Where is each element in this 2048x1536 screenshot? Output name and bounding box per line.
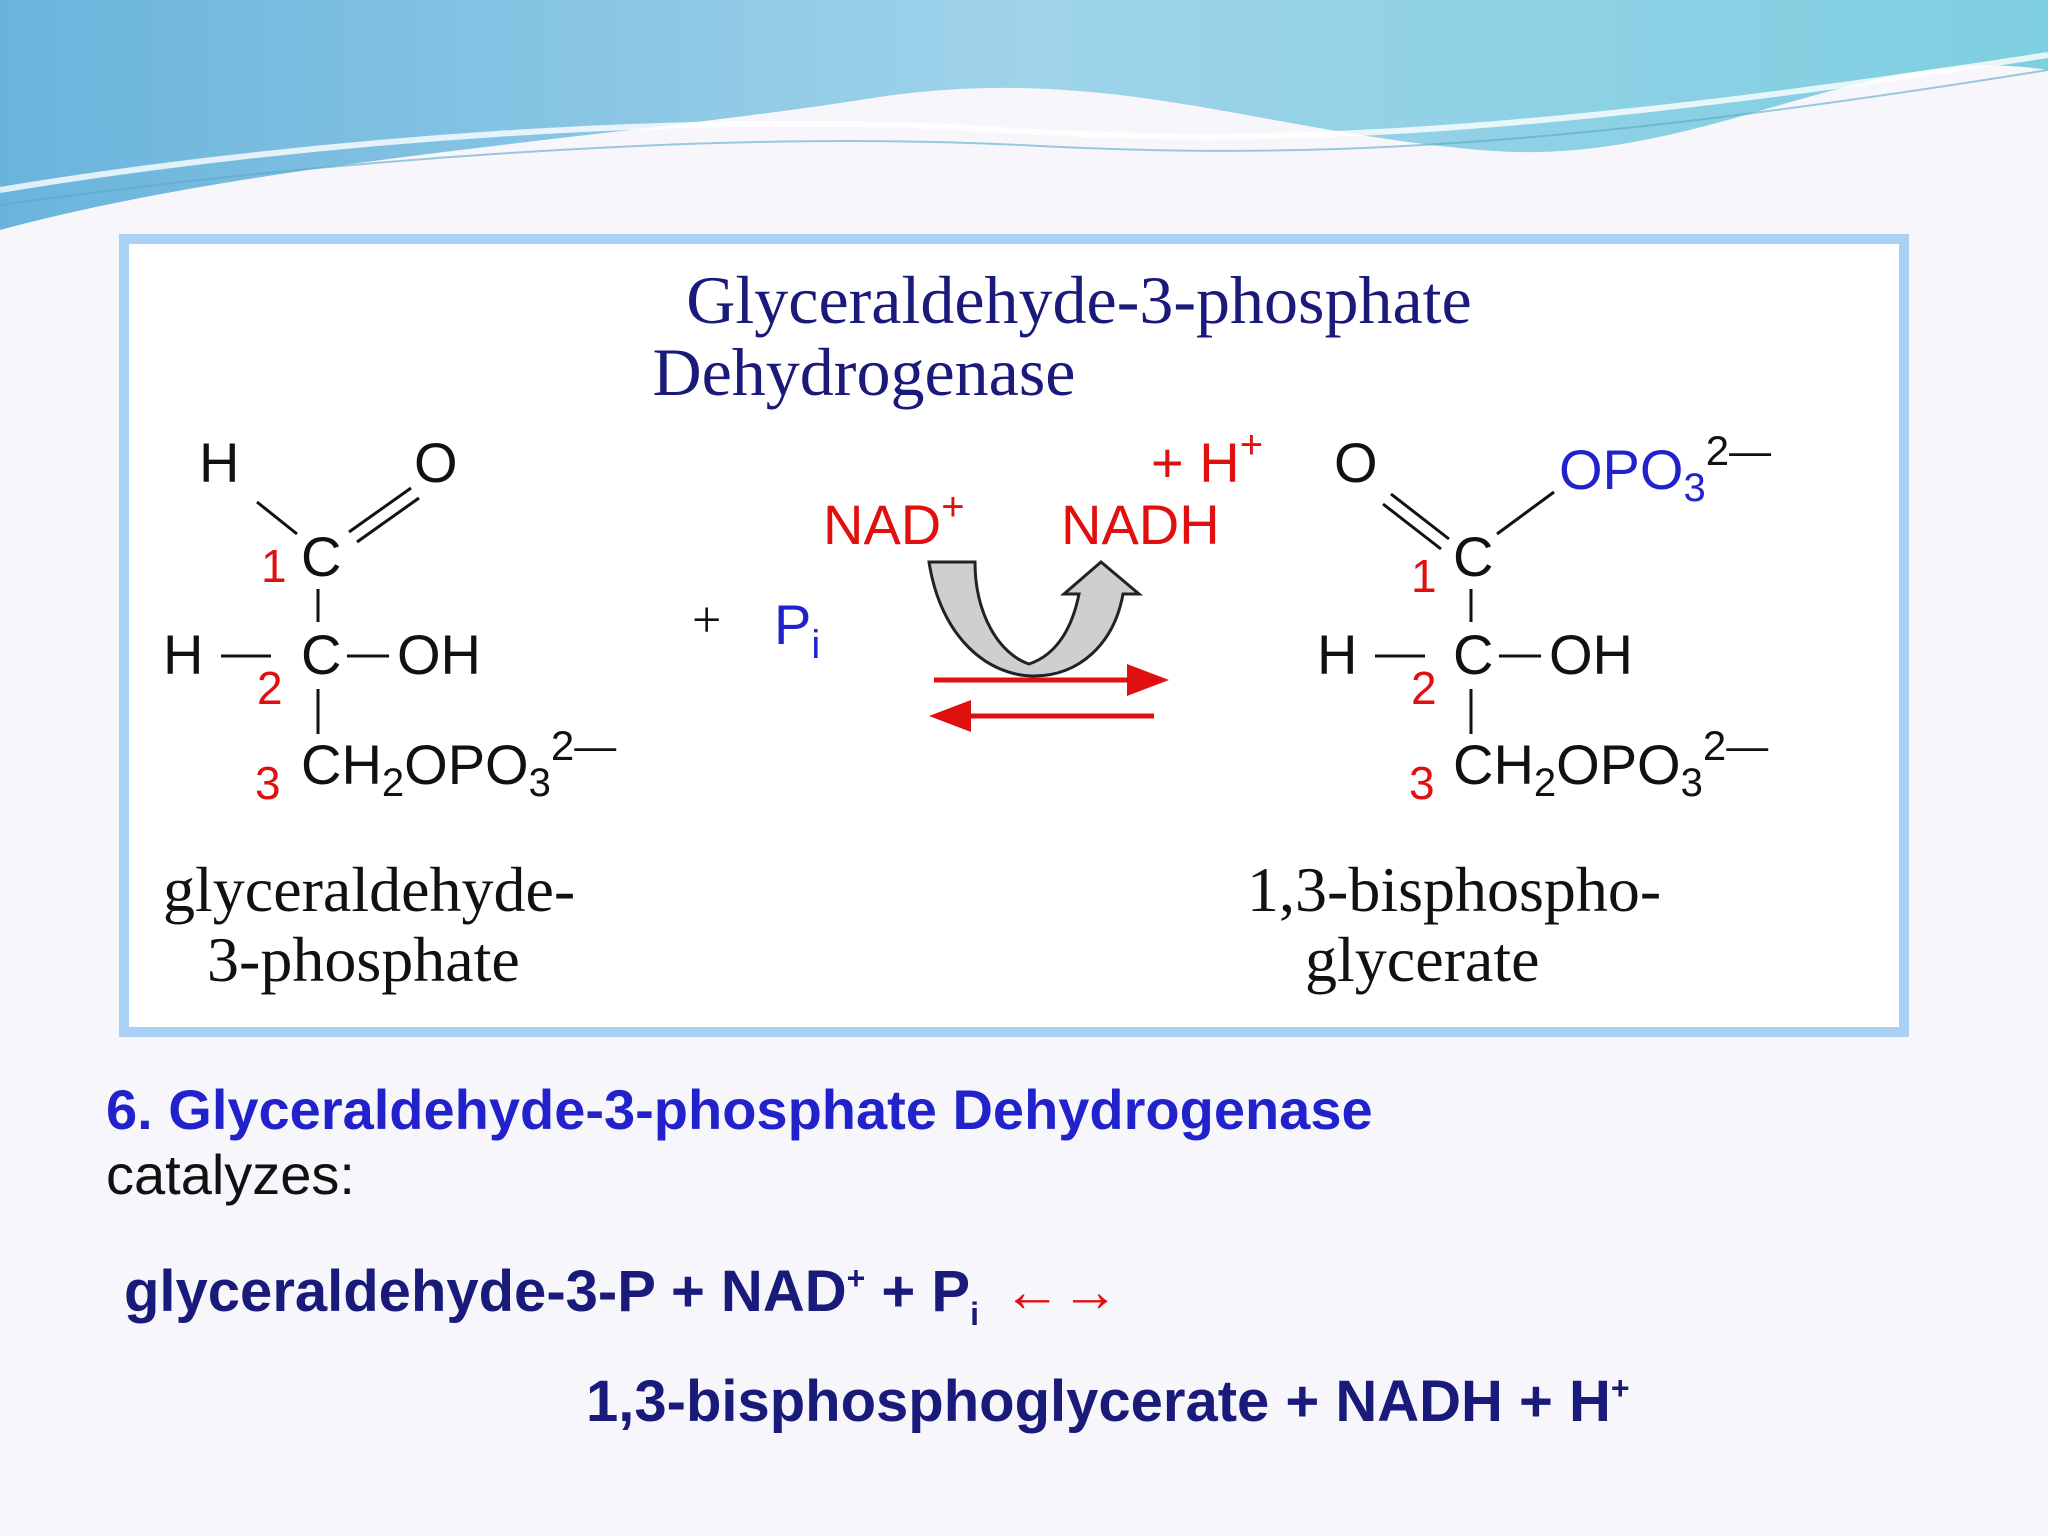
equation-lhs-a: glyceraldehyde-3-P + NAD [124,1259,847,1324]
reactant-structure: H O C 1 H C OH 2 3 CH2OPO32— [163,431,616,809]
reactant-h-top: H [199,431,239,494]
reaction-diagram: H O C 1 H C OH 2 3 CH2OPO32— + Pi NAD+ N… [163,423,1771,809]
equation-lhs-sup: + [846,1260,866,1296]
product-name-line2: glycerate [1305,924,1540,995]
cofactor-curved-arrow [927,560,1144,678]
product-h-mid: H [1317,623,1357,686]
equation-lhs-b: + P [865,1259,971,1324]
product-o-top: O [1334,431,1378,494]
phosphate-pi: Pi [774,593,820,667]
reactant-oh: OH [397,623,481,686]
product-c1: C [1453,525,1493,588]
bond-c1-o-double-a [348,486,412,534]
reactant-name-line1: glyceraldehyde- [163,854,576,925]
reactant-name-line2: 3-phosphate [207,924,520,995]
plus-sign: + [692,592,721,649]
caption: 6. Glyceraldehyde-3-phosphate Dehydrogen… [106,1078,1373,1208]
reactant-num-1: 1 [261,540,287,592]
reaction-middle: + Pi NAD+ NADH + H+ [692,423,1263,732]
reactant-c2: C [301,623,341,686]
bond-o-c1-double-b [1382,502,1442,551]
caption-enzyme-name: 6. Glyceraldehyde-3-phosphate Dehydrogen… [106,1078,1373,1141]
reactant-num-3: 3 [255,757,281,809]
equation-lhs-sub: i [970,1296,979,1332]
product-opo3: OPO32— [1559,427,1771,510]
nadh-label: NADH [1061,493,1220,556]
product-oh: OH [1549,623,1633,686]
product-ch2opo3: CH2OPO32— [1453,722,1768,805]
panel-title-line1: Glyceraldehyde-3-phosphate [686,262,1472,338]
reverse-arrow-head [929,700,971,732]
bond-o-c1-double-a [1390,492,1450,541]
product-name-line1: 1,3-bisphospho- [1247,854,1662,925]
reactant-num-2: 2 [257,662,283,714]
product-num-2: 2 [1411,662,1437,714]
reactant-c1: C [301,525,341,588]
forward-arrow-head [1127,664,1169,696]
equation-rhs-sup: + [1610,1370,1630,1406]
reactant-ch2opo3: CH2OPO32— [301,722,616,805]
h-plus-label: + H+ [1151,423,1263,494]
equation-rhs-text: 1,3-bisphosphoglycerate + NADH + H [586,1369,1611,1434]
nad-plus-label: NAD+ [823,485,965,556]
caption-verb: catalyzes: [106,1142,355,1206]
panel-title-line2: Dehydrogenase [652,334,1076,410]
reactant-o-top: O [414,431,458,494]
bond-c1-opo3 [1496,490,1555,536]
bond-h-c1 [256,500,298,536]
reactant-h-mid: H [163,623,203,686]
equation-rhs: 1,3-bisphosphoglycerate + NADH + H+ [586,1372,1630,1431]
product-c2: C [1453,623,1493,686]
equation-lhs: glyceraldehyde-3-P + NAD+ + Pi ←→ [124,1262,1119,1330]
header-wave-decoration [0,0,2048,230]
reaction-panel: Glyceraldehyde-3-phosphate Dehydrogenase… [119,234,1909,1037]
product-num-3: 3 [1409,757,1435,809]
product-structure: O OPO32— C 1 H C OH 2 3 CH2OPO32— [1317,427,1771,809]
bond-c1-o-double-b [356,496,420,544]
product-num-1: 1 [1411,550,1437,602]
equilibrium-arrows: ←→ [1002,1259,1119,1324]
